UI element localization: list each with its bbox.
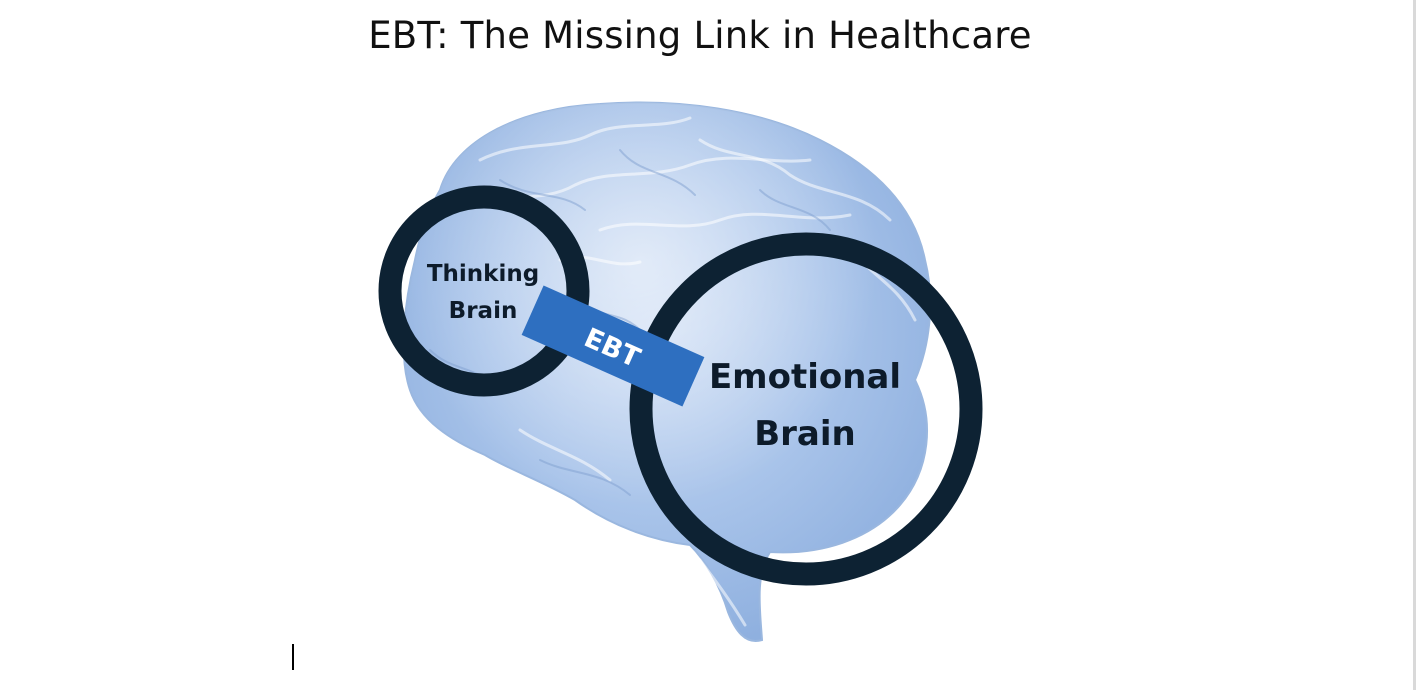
emotional-brain-label-line1: Emotional [709,357,901,397]
page-title: EBT: The Missing Link in Healthcare [368,14,1032,57]
thinking-brain-ring [378,185,590,397]
emotional-brain-ring [629,232,983,586]
page-edge [1413,0,1416,690]
thinking-brain-label-line2: Brain [449,298,518,324]
text-cursor[interactable] [292,644,294,670]
ebt-connector: EBT [521,285,705,407]
thinking-brain-label-line1: Thinking [427,261,539,287]
emotional-brain-label-line2: Brain [754,414,856,454]
